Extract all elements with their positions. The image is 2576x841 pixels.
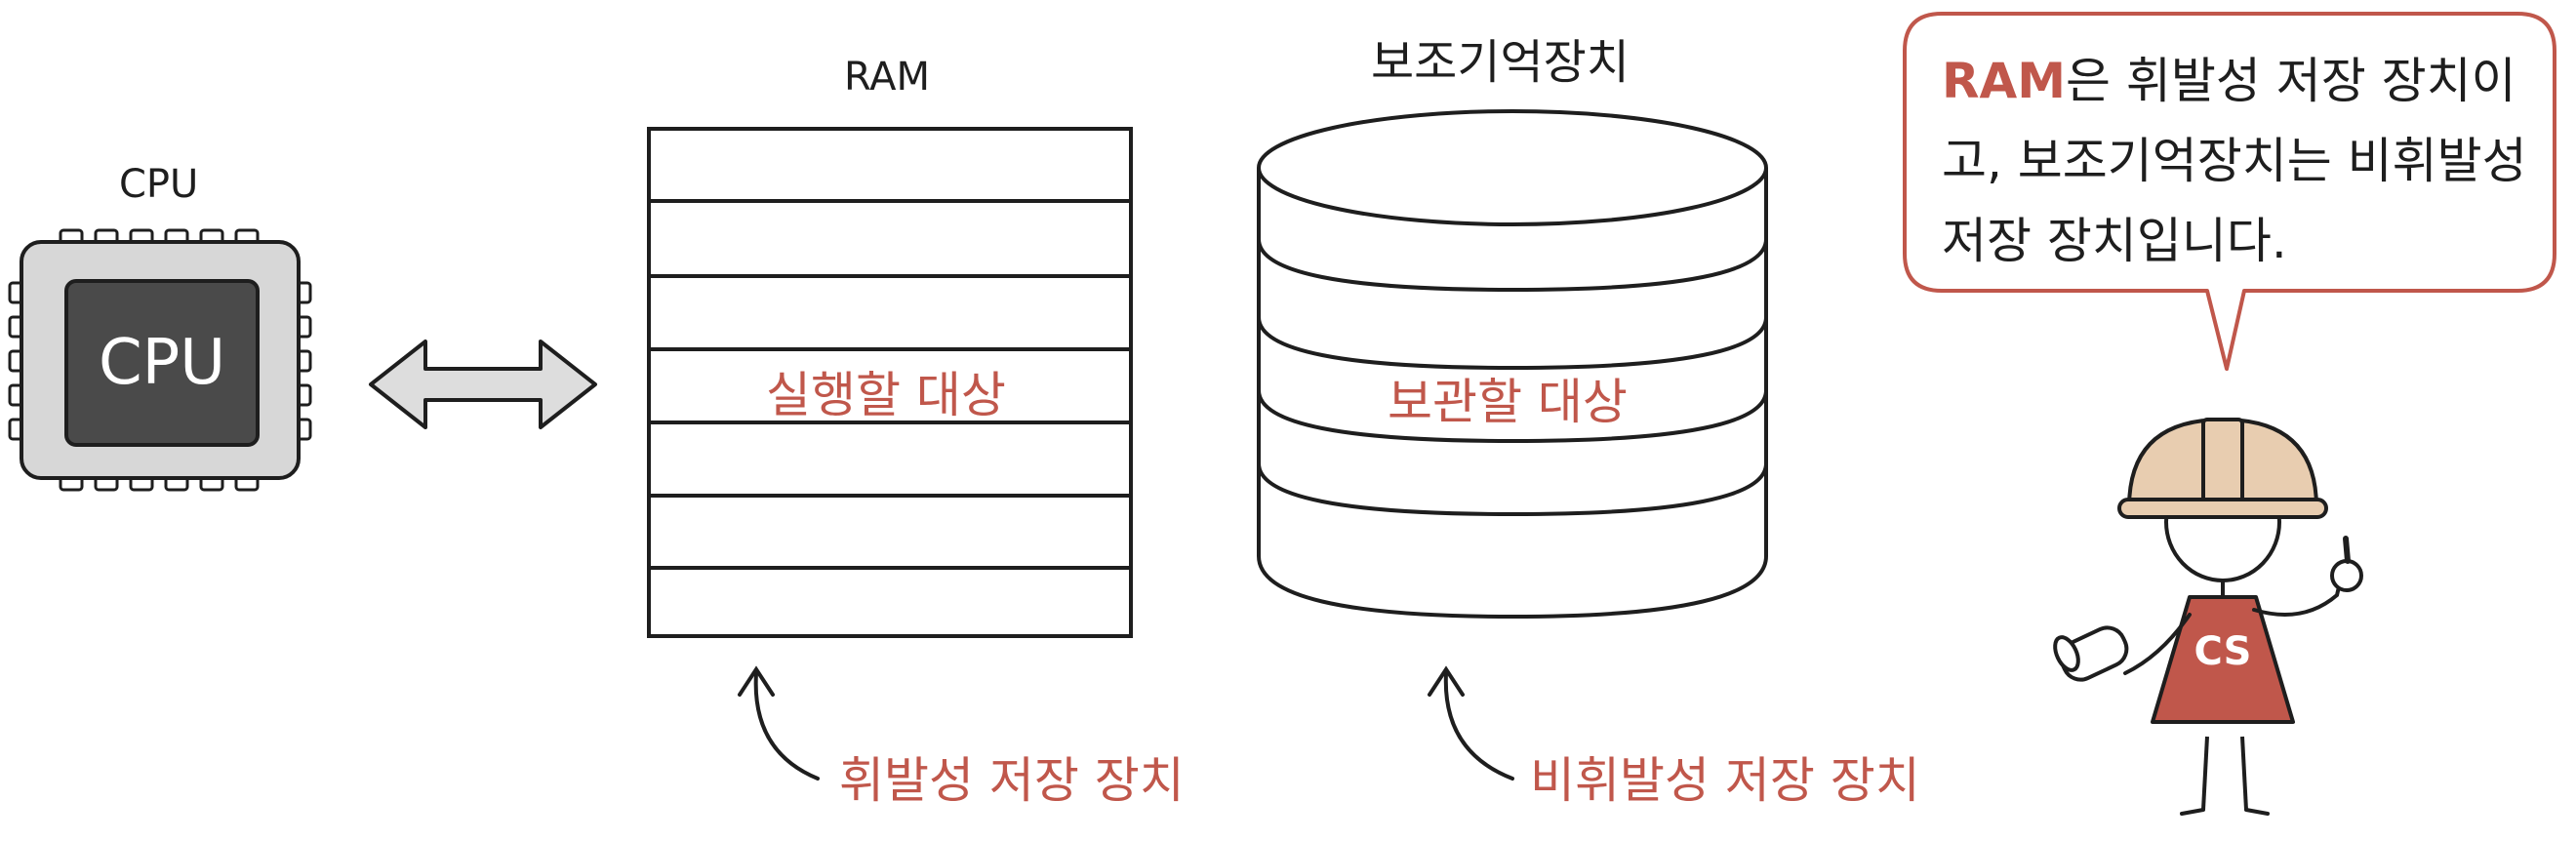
cs-worker-character <box>2053 418 2363 816</box>
cpu-title: CPU <box>119 162 199 207</box>
cpu-chip-label: CPU <box>98 327 226 399</box>
speech-line-1: RAM은 휘발성 저장 장치이 <box>1942 41 2527 121</box>
scroll-icon <box>2053 625 2129 682</box>
speech-highlight: RAM <box>1942 53 2066 109</box>
speech-bubble <box>1903 12 2556 371</box>
ram-stack <box>647 127 1133 638</box>
hard-hat-icon <box>2117 418 2328 519</box>
shirt-label: CS <box>2194 629 2252 674</box>
cpu-chip-icon <box>8 228 312 492</box>
ram-content-label: 실행할 대상 <box>766 367 1006 423</box>
storage-caption-arrow-icon <box>1428 665 1514 781</box>
speech-line-2: 고, 보조기억장치는 비휘발성 <box>1942 133 2527 189</box>
storage-caption: 비휘발성 저장 장치 <box>1530 752 1920 809</box>
storage-cylinder-icon <box>1257 109 1768 620</box>
speech-bubble-text: RAM은 휘발성 저장 장치이 고, 보조기억장치는 비휘발성 저장 장치입니다… <box>1942 41 2527 281</box>
ram-caption-arrow-icon <box>738 665 820 781</box>
speech-line-3: 저장 장치입니다. <box>1942 213 2287 269</box>
speech-line-1-rest: 은 휘발성 저장 장치이 <box>2065 53 2516 109</box>
storage-content-label: 보관할 대상 <box>1388 374 1628 430</box>
storage-title: 보조기억장치 <box>1371 35 1630 90</box>
ram-title: RAM <box>844 55 931 100</box>
double-arrow-icon <box>369 340 597 429</box>
ram-caption: 휘발성 저장 장치 <box>839 752 1185 809</box>
